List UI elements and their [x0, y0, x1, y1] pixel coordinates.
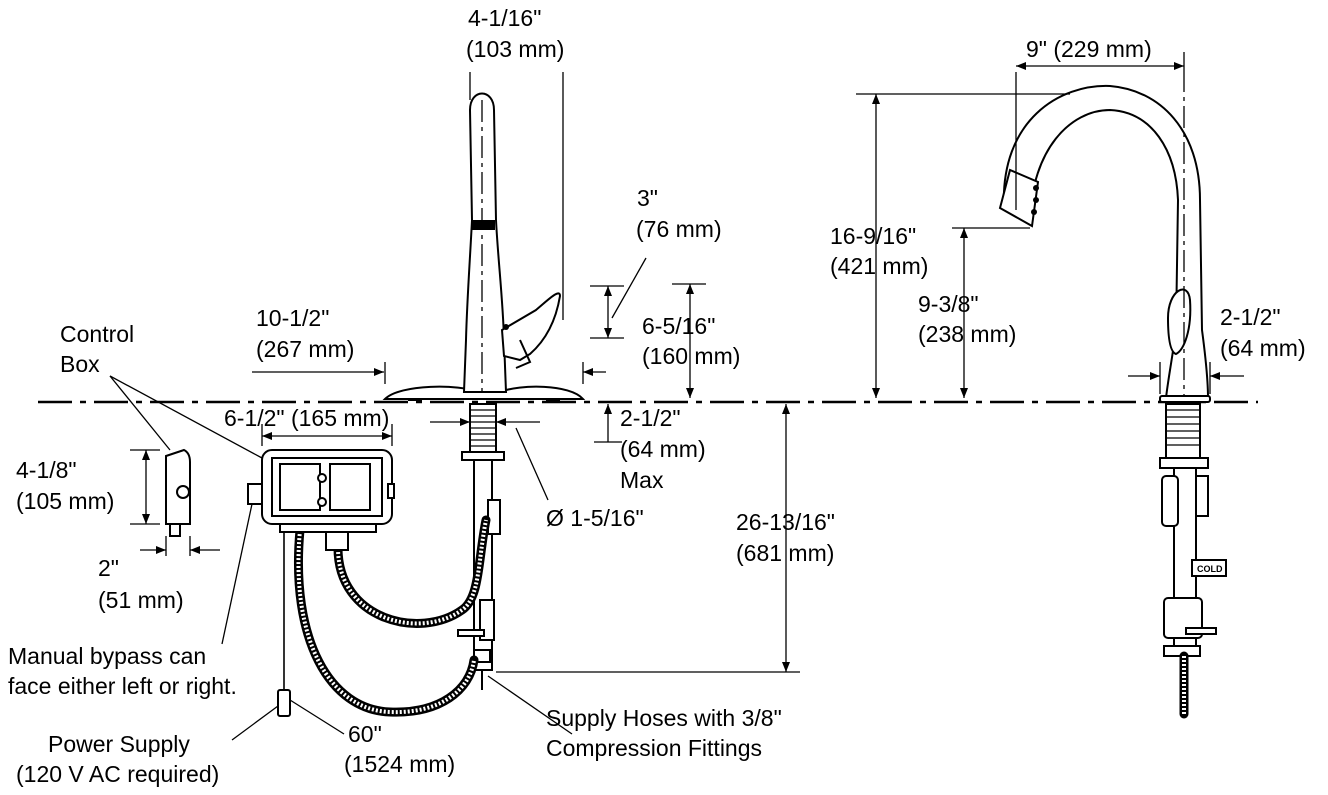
cold-tag-label: COLD	[1197, 564, 1223, 574]
shank-threads	[470, 409, 496, 447]
control-box-base	[279, 523, 377, 533]
dimension-lines	[109, 52, 1244, 741]
below-deck-metric: (681 mm)	[736, 540, 834, 566]
spout-width-imperial: 4-1/16"	[468, 5, 541, 31]
overall-height-imperial: 16-9/16"	[830, 223, 916, 249]
control-box-side-shell	[165, 448, 191, 525]
deck-thickness-metric: (64 mm)	[620, 436, 706, 462]
control-box-label-line2: Box	[60, 351, 100, 377]
bypass-note-line2: face either left or right.	[8, 673, 237, 699]
power-supply-line2: (120 V AC required)	[16, 761, 219, 787]
bypass-note-line1: Manual bypass can	[8, 643, 206, 669]
supply-hoses-line1: Supply Hoses with 3/8"	[546, 705, 782, 731]
escutcheon-notch-left	[408, 398, 422, 401]
control-box-shell	[261, 449, 393, 525]
box-screw-bottom	[317, 497, 327, 507]
handle-clearance-metric: (76 mm)	[636, 216, 722, 242]
spout-height-metric: (238 mm)	[918, 321, 1016, 347]
box-depth-imperial: 2"	[98, 555, 119, 581]
control-box-port-left	[279, 463, 321, 511]
cord-length-metric: (1524 mm)	[344, 751, 455, 777]
hose-connector	[487, 499, 501, 535]
cold-tag-plate	[1191, 559, 1227, 577]
control-box-label-line1: Control	[60, 321, 134, 347]
spout-outer	[1002, 84, 1209, 399]
overall-height-metric: (421 mm)	[830, 253, 928, 279]
box-height-metric: (105 mm)	[16, 488, 114, 514]
handle-pivot	[503, 324, 509, 330]
deck-thickness-imperial: 2-1/2"	[620, 405, 681, 431]
side-bypass-dial	[176, 485, 190, 499]
base-diameter-imperial: 2-1/2"	[1220, 304, 1281, 330]
side-shank-threads	[1166, 409, 1200, 446]
braided-hoses	[294, 515, 491, 717]
control-box-inner	[271, 457, 383, 517]
handle-joint	[515, 339, 532, 369]
spout-inner	[1029, 108, 1180, 399]
escutcheon-width-imperial: 10-1/2"	[256, 305, 329, 331]
manual-bypass-knob	[247, 483, 263, 505]
side-mount-nut	[1159, 457, 1209, 469]
escutcheon-notch-right	[546, 398, 560, 401]
side-hose-connector	[1161, 475, 1179, 527]
quick-connect	[457, 629, 485, 637]
side-escutcheon	[1159, 395, 1211, 403]
side-connector	[169, 523, 181, 537]
faucet-handle-front	[500, 292, 562, 362]
faucet-body-front	[462, 92, 508, 393]
side-quick-connect	[1185, 627, 1217, 635]
dimension-labels: 4-1/16" (103 mm) 3" (76 mm) 9" (229 mm) …	[8, 5, 1306, 787]
box-screw-top	[317, 473, 327, 483]
front-view-faucet	[382, 92, 586, 690]
spray-head-side	[998, 168, 1040, 228]
handle-clearance-imperial: 3"	[637, 185, 658, 211]
escutcheon-width-metric: (267 mm)	[256, 336, 354, 362]
below-deck-imperial: 26-13/16"	[736, 509, 835, 535]
hole-diameter-label: Ø 1-5/16"	[546, 505, 644, 531]
faucet-handle-side	[1166, 288, 1192, 356]
box-height-imperial: 4-1/8"	[16, 457, 77, 483]
box-depth-metric: (51 mm)	[98, 587, 184, 613]
base-diameter-metric: (64 mm)	[1220, 335, 1306, 361]
mounting-nut	[461, 451, 505, 461]
deck-thickness-note: Max	[620, 467, 664, 493]
side-view-faucet: COLD	[998, 70, 1227, 719]
handle-height-imperial: 6-5/16"	[642, 313, 715, 339]
control-box-port-right	[329, 463, 371, 511]
power-plug	[277, 689, 291, 717]
side-clip	[1195, 475, 1209, 517]
spout-height-imperial: 9-3/8"	[918, 291, 979, 317]
box-side-tab	[387, 483, 395, 499]
spout-width-metric: (103 mm)	[466, 36, 564, 62]
control-box-front	[247, 449, 395, 717]
cord-length-imperial: 60"	[348, 721, 382, 747]
power-supply-line1: Power Supply	[48, 731, 190, 757]
control-box-side	[165, 448, 191, 537]
reach-label: 9" (229 mm)	[1026, 36, 1152, 62]
spray-head-band	[471, 220, 495, 230]
supply-hoses-line2: Compression Fittings	[546, 735, 762, 761]
box-width-label: 6-1/2" (165 mm)	[224, 405, 389, 431]
handle-height-metric: (160 mm)	[642, 343, 740, 369]
